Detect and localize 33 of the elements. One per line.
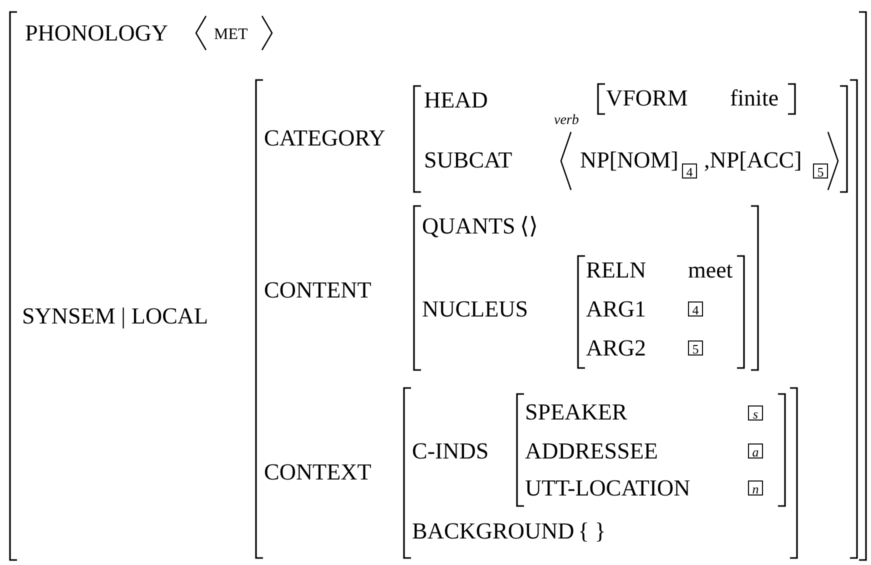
- feature-value: ,NP[ACC]: [704, 148, 802, 172]
- feature-value: ⟨⟩: [520, 214, 538, 238]
- structure-tag: 5: [813, 164, 828, 178]
- feature-value: { }: [578, 520, 606, 542]
- feature-name: CONTENT: [264, 278, 372, 302]
- feature-name: RELN: [586, 258, 646, 282]
- structure-tag: 4: [682, 164, 697, 178]
- feature-name: CATEGORY: [264, 126, 386, 150]
- feature-name: C-INDS: [412, 440, 489, 462]
- index-tag: n: [748, 480, 763, 496]
- feature-value: NP[NOM]: [580, 148, 678, 172]
- feature-name: QUANTS: [422, 214, 516, 238]
- type-label: verb: [554, 114, 579, 128]
- structure-tag: 5: [688, 340, 703, 356]
- feature-name: SYNSEM | LOCAL: [22, 304, 208, 328]
- structure-tag: 4: [688, 302, 703, 316]
- phonology-value: MET: [214, 27, 248, 43]
- feature-name: SPEAKER: [525, 400, 628, 424]
- feature-name: VFORM: [606, 86, 688, 110]
- index-tag: a: [748, 444, 763, 458]
- feature-name: ARG1: [586, 298, 646, 320]
- feature-name: UTT-LOCATION: [525, 476, 690, 500]
- feature-value: meet: [688, 258, 733, 282]
- feature-name: ARG2: [586, 336, 646, 360]
- feature-name: HEAD: [424, 88, 488, 112]
- feature-name: ADDRESSEE: [525, 440, 658, 462]
- feature-name: PHONOLOGY: [25, 22, 168, 44]
- feature-value: finite: [730, 86, 779, 110]
- feature-name: SUBCAT: [424, 148, 512, 172]
- feature-name: CONTEXT: [264, 460, 372, 484]
- feature-name: BACKGROUND: [412, 520, 574, 542]
- index-tag: s: [748, 406, 763, 420]
- feature-name: NUCLEUS: [422, 298, 528, 320]
